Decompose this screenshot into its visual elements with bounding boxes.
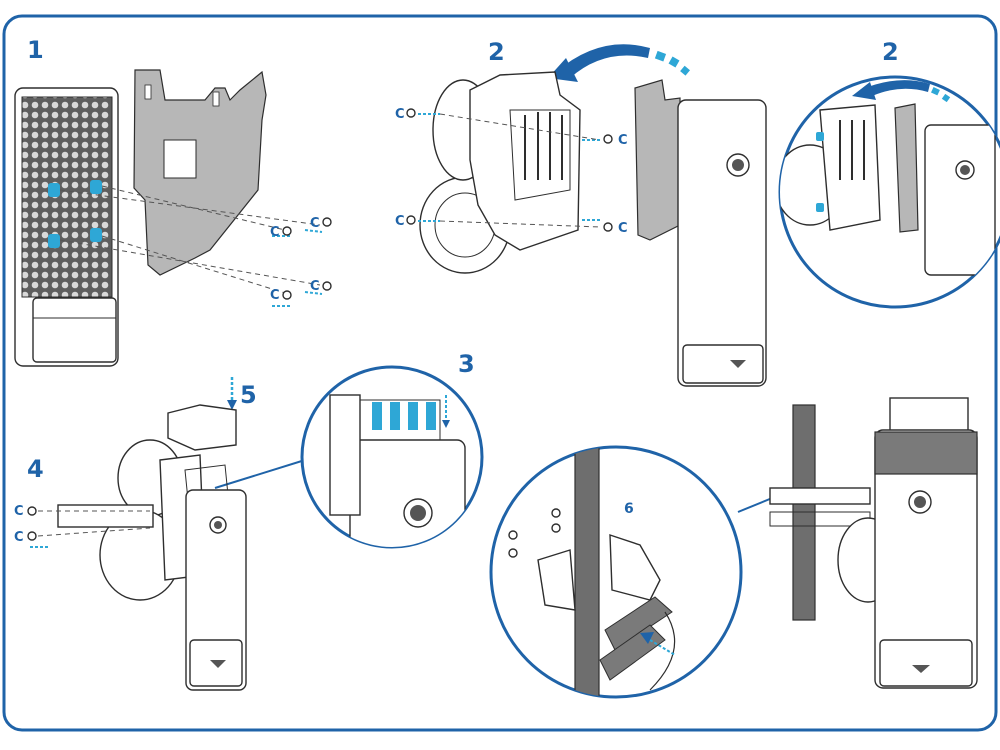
screw-icon: C [618,133,628,148]
screw-icon: C [14,504,24,519]
screw-icon: C [395,214,405,229]
step-5-number: 5 [240,381,257,409]
step-6-number: 6 [624,501,634,517]
screw-icon: C [618,221,628,236]
weather-cover [167,404,237,451]
step-4-screws: C C [14,504,151,548]
cover-insert-arrow-icon [227,377,237,410]
step-2-number: 2 [488,38,505,66]
pole-mounted-radio [769,397,978,689]
step-3-callout-line [214,459,306,489]
step-3-zoom-callout [300,365,484,549]
gimbal-bracket-assembly [419,71,581,274]
step-2-screws: C C C C [395,107,628,236]
blue-mount-stud-icon [48,234,60,248]
outer-frame [2,14,998,732]
screw-icon: C [14,530,24,545]
radio-front-with-plate [634,79,767,387]
blue-mount-stud-icon [48,183,60,197]
step-2-zoom-callout [778,75,1000,309]
screw-icon: C [310,279,320,294]
step-6-zoom-callout [489,445,743,699]
step-4-number: 4 [27,455,44,483]
screw-icon: C [310,216,320,231]
blue-mount-stud-icon [816,203,824,212]
blue-cable-connector-icon [390,402,400,430]
step-1-screws: C C C C [270,216,332,303]
screw-icon: C [395,107,405,122]
step-2-zoom-number: 2 [882,38,899,66]
step-3-number: 3 [458,350,475,378]
screw-icon: C [270,225,280,240]
screw-icon: C [270,288,280,303]
blue-cable-connector-icon [372,402,382,430]
blue-cable-connector-icon [408,402,418,430]
step-1-screw-guides [59,185,323,307]
radio-back-panel [14,87,119,367]
blue-mount-stud-icon [90,228,102,242]
rotate-arrow-icon [548,44,690,82]
blue-cable-connector-icon [426,402,436,430]
step-1-number: 1 [27,36,44,64]
assembled-radio-with-bracket [57,439,247,691]
blue-mount-stud-icon [90,180,102,194]
mounting-pole [574,447,600,697]
mounting-plate [133,69,267,276]
blue-mount-stud-icon [816,132,824,141]
